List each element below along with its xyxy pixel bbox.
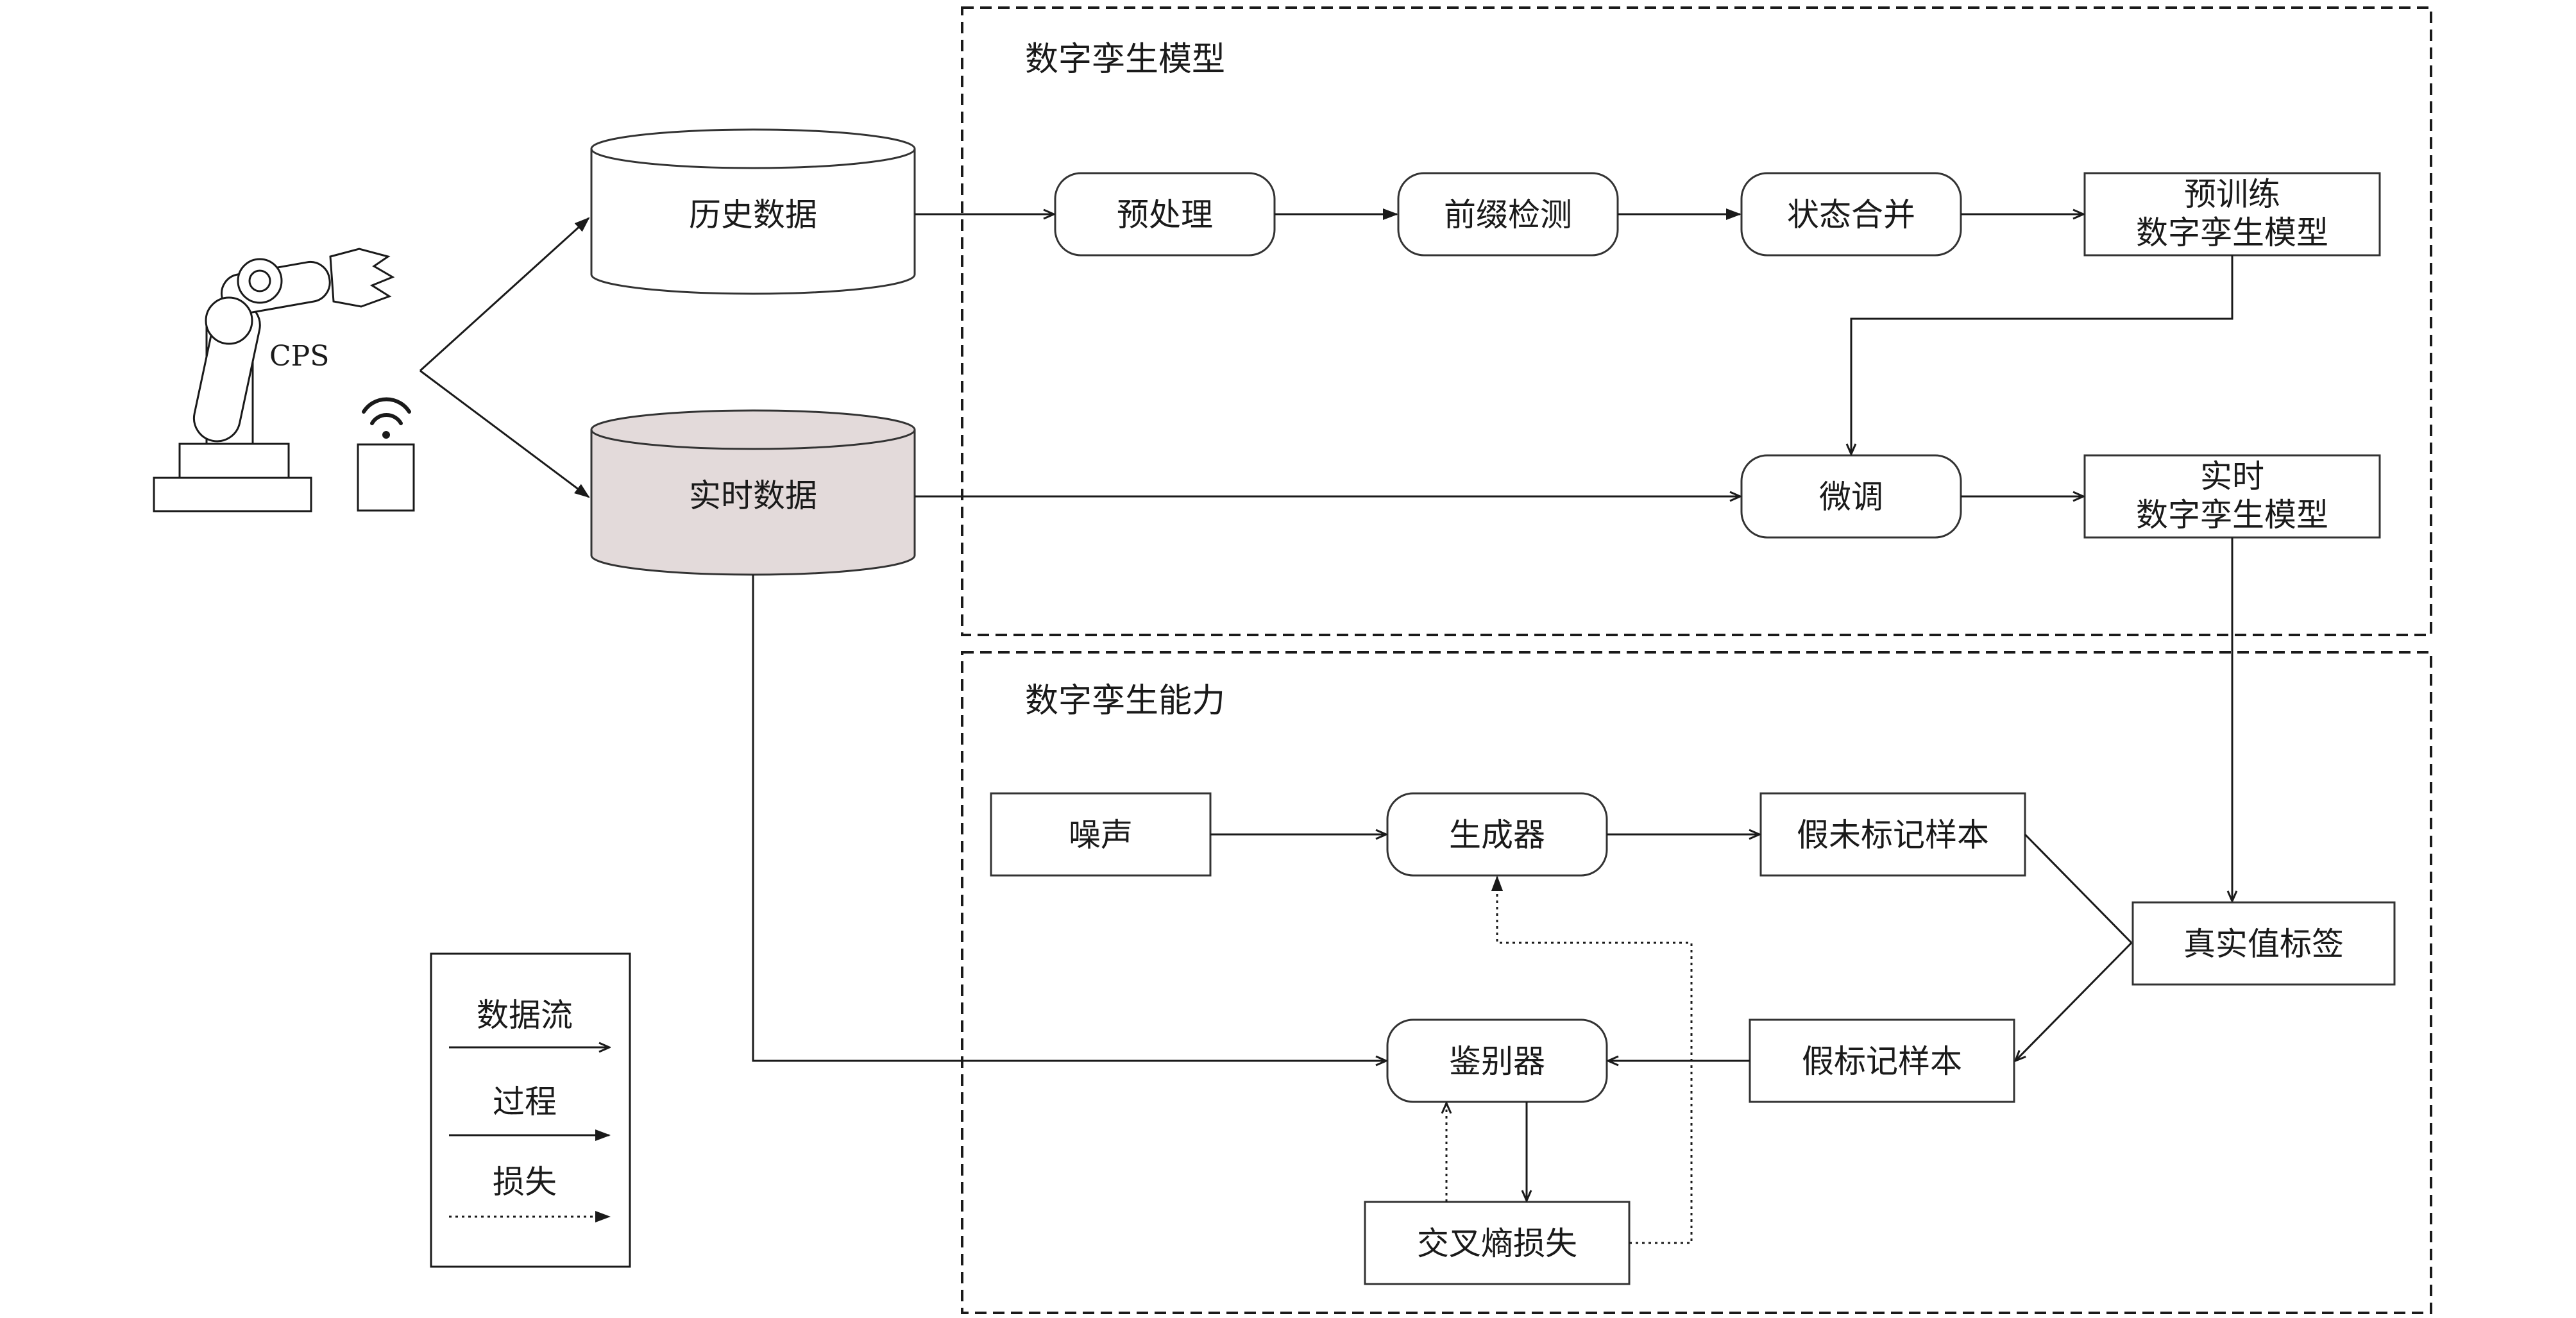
realtime-model-label-line2: 数字孪生模型 [2136, 496, 2328, 534]
model-panel-title: 数字孪生模型 [1025, 40, 1225, 79]
cps-to-realtime-arrow [419, 369, 590, 498]
history-data-label: 历史数据 [689, 196, 817, 233]
fake-labeled-label: 假标记样本 [1802, 1043, 1962, 1080]
legend-loss-label: 损失 [493, 1163, 557, 1201]
fake-unlabeled-label: 假未标记样本 [1797, 816, 1989, 854]
legend-data-flow-label: 数据流 [477, 997, 573, 1034]
capability-panel-title: 数字孪生能力 [1025, 682, 1225, 720]
pretrain-label-line1: 预训练 [2184, 176, 2280, 213]
ground-truth-node [2131, 901, 2396, 986]
state-merge-label: 状态合并 [1787, 196, 1915, 233]
prefix-detect-label: 前缀检测 [1444, 196, 1572, 233]
discriminator-label: 鉴别器 [1449, 1043, 1545, 1080]
fake-unlabeled-node [1759, 792, 2026, 877]
realtime-model-node [2083, 454, 2381, 539]
ground-truth-label: 真实值标签 [2183, 925, 2344, 963]
sensor-device [357, 443, 415, 512]
generator-label: 生成器 [1449, 816, 1545, 854]
capability-panel [961, 651, 2432, 1314]
realtime-model-label-line1: 实时 [2200, 458, 2264, 495]
model-panel [961, 6, 2432, 636]
loss-to-generator-arrow [1491, 875, 1693, 1244]
noise-node [990, 792, 1212, 877]
ce-loss-node [1364, 1201, 1631, 1285]
truth-to-fake-labeled-arrow [2015, 942, 2133, 1061]
noise-label: 噪声 [1069, 816, 1133, 854]
wifi-icon [362, 397, 411, 439]
realtime-data-label: 实时数据 [689, 477, 817, 514]
realtime-to-discriminator-arrow [752, 575, 1386, 1061]
fake-unlabeled-to-truth-arrow [2024, 833, 2133, 944]
preprocess-label: 预处理 [1117, 196, 1213, 233]
ce-loss-label: 交叉熵损失 [1417, 1225, 1577, 1262]
legend-process-label: 过程 [493, 1083, 557, 1120]
cps-to-history-arrow [419, 217, 590, 372]
pretrain-label-line2: 数字孪生模型 [2136, 214, 2328, 251]
fake-labeled-node [1749, 1018, 2015, 1103]
realtime-data-cylinder [590, 409, 916, 576]
history-data-cylinder [590, 128, 916, 295]
cps-label: CPS [269, 340, 329, 373]
finetune-label: 微调 [1819, 478, 1883, 516]
pretrain-to-finetune-arrow [1851, 255, 2233, 454]
robot-arm-icon [153, 248, 395, 512]
